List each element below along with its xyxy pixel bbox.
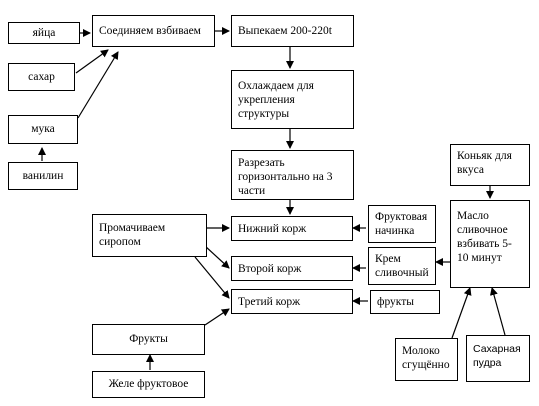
node-fruit-filling: Фруктовая начинка [368,205,436,243]
arrow-milk-to-butter [451,287,472,339]
node-powdered-sugar: Сахарная пудра [466,335,530,382]
node-vanillin: ванилин [8,162,78,190]
node-cream: Крем сливочный [368,247,436,285]
node-soak-syrup: Промачиваем сиропом [92,214,207,257]
node-third-layer: Третий корж [231,289,353,314]
node-cool: Охлаждаем для укрепления структуры [231,70,354,129]
node-combine-whip: Соединяем взбиваем [92,15,215,47]
node-cognac: Коньяк для вкуса [450,144,530,186]
arrow-flour-to-combine [77,51,119,119]
node-fruits-small: фрукты [370,290,440,314]
node-sugar: сахар [8,63,75,91]
node-fruits: Фрукты [92,324,205,355]
arrow-powder-to-butter [490,287,506,336]
arrow-sugar-to-combine [75,49,109,74]
node-condensed-milk: Молоко сгущённо [395,338,458,381]
node-bake: Выпекаем 200-220t [231,15,354,47]
arrow-syrup-to-third [194,256,230,299]
node-eggs: яйца [8,22,80,44]
node-flour: мука [8,115,78,144]
arrow-syrup-to-second [204,245,230,269]
node-fruit-jelly: Желе фруктовое [92,371,205,398]
node-cut: Разрезать горизонтально на 3 части [231,150,354,200]
arrow-fruits-block-to-third [204,308,230,326]
node-butter: Масло сливочное взбивать 5-10 минут [450,200,530,288]
node-second-layer: Второй корж [231,256,353,281]
node-bottom-layer: Нижний корж [231,216,353,241]
